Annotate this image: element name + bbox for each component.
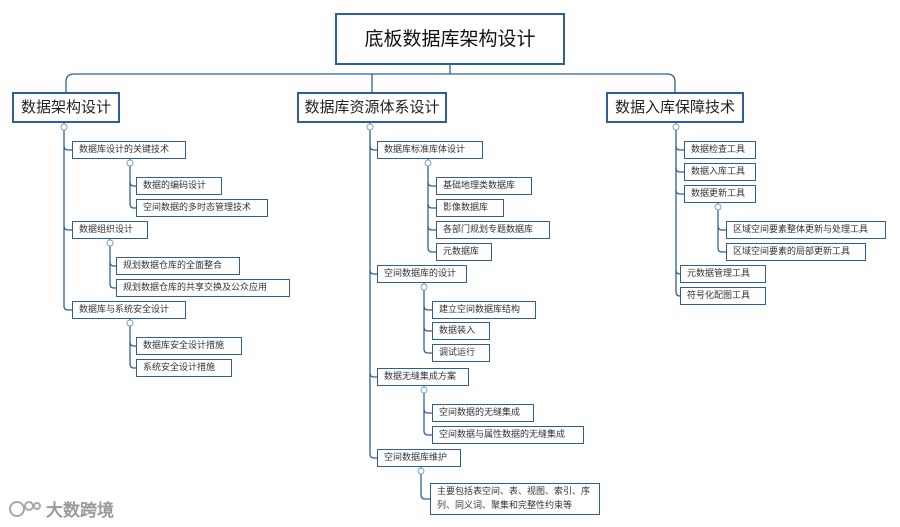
collapse-handle-icon[interactable] [366,123,374,131]
tree-branch-line [427,225,436,231]
collapse-handle-icon[interactable] [420,386,428,394]
subtopic-node[interactable]: 数据更新工具 [684,185,756,203]
subtopic-node[interactable]: 数据库设计的关键技术 [72,141,186,159]
tree-branch-line [675,167,684,173]
tree-branch-line [369,372,377,378]
leaf-node[interactable]: 数据的编码设计 [136,177,222,195]
subtopic-node[interactable]: 数据组织设计 [72,221,148,239]
leaf-node[interactable]: 空间数据的多时态管理技术 [136,199,268,217]
subtopic-node[interactable]: 空间数据库维护 [377,449,461,467]
tree-branch-line [423,326,432,332]
leaf-node[interactable]: 规划数据仓库的共享交换及公众应用 [116,279,290,297]
collapse-handle-icon[interactable] [420,283,428,291]
watermark-text: 大数跨境 [46,501,114,521]
collapse-handle-icon[interactable] [714,203,722,211]
leaf-node[interactable]: 影像数据库 [436,199,504,217]
tree-branch-line [675,269,681,275]
leaf-node[interactable]: 建立空间数据库结构 [432,301,536,319]
leaf-node[interactable]: 数据库安全设计措施 [136,337,242,355]
root-bus-line [65,73,676,92]
branch-node-db-resource-system[interactable]: 数据库资源体系设计 [297,92,447,123]
tree-branch-line [675,291,681,297]
tree-branch-line [369,145,377,151]
tree-branch-line [63,305,72,311]
tree-branch-line [369,269,377,275]
leaf-node[interactable]: 空间数据的无缝集成 [432,404,534,422]
leaf-node[interactable]: 调试运行 [432,344,490,362]
tree-branch-line [129,363,136,369]
tree-branch-line [423,348,432,354]
collapse-handle-icon[interactable] [672,123,680,131]
tree-branch-line [109,261,116,267]
tree-branch-line [129,341,136,347]
leaf-node[interactable]: 系统安全设计措施 [136,359,232,377]
leaf-node[interactable]: 区域空间要素整体更新与处理工具 [726,221,886,239]
collapse-handle-icon[interactable] [417,467,425,475]
leaf-node-multiline[interactable]: 主要包括表空间、表、视图、索引、序列、同义词、聚集和完整性约束等 [430,483,600,515]
tree-branch-line [109,283,116,289]
subtopic-node[interactable]: 数据库与系统安全设计 [72,301,186,319]
leaf-node[interactable]: 元数据库 [436,243,492,261]
tree-branch-line [129,203,136,209]
collapse-handle-icon[interactable] [126,159,134,167]
subtopic-node[interactable]: 空间数据库的设计 [377,265,467,283]
leaf-node[interactable]: 各部门规划专题数据库 [436,221,550,239]
watermark-logo-icon [9,500,41,517]
tree-branch-line [427,181,436,187]
leaf-node[interactable]: 数据装入 [432,322,490,340]
watermark: 大数跨境 [8,496,114,521]
tree-branch-line [423,305,432,311]
collapse-handle-icon[interactable] [126,319,134,327]
tree-branch-line [423,430,432,436]
tree-branch-line [129,181,136,187]
leaf-node[interactable]: 区域空间要素的局部更新工具 [726,243,866,261]
tree-branch-line [717,247,726,253]
subtopic-node[interactable]: 数据检查工具 [684,141,756,159]
tree-branch-line [63,225,72,231]
subtopic-node[interactable]: 数据无缝集成方案 [377,368,469,386]
collapse-handle-icon[interactable] [106,239,114,247]
subtopic-node[interactable]: 数据入库工具 [684,163,756,181]
branch-node-data-architecture[interactable]: 数据架构设计 [12,92,120,123]
branch-node-ingest-assurance[interactable]: 数据入库保障技术 [606,92,744,123]
subtopic-node[interactable]: 数据库标准库体设计 [377,141,483,159]
tree-branch-line [420,494,430,500]
tree-branch-line [717,225,726,231]
collapse-handle-icon[interactable] [424,159,432,167]
tree-branch-line [675,189,684,195]
tree-branch-line [63,145,72,151]
leaf-node[interactable]: 空间数据与属性数据的无缝集成 [432,426,584,444]
tree-branch-line [369,453,377,459]
tree-branch-line [427,247,436,253]
subtopic-node[interactable]: 符号化配图工具 [680,287,766,305]
tree-branch-line [423,408,432,414]
leaf-node[interactable]: 规划数据仓库的全面整合 [116,257,240,275]
subtopic-node[interactable]: 元数据管理工具 [680,265,766,283]
tree-branch-line [427,203,436,209]
collapse-handle-icon[interactable] [60,123,68,131]
root-node[interactable]: 底板数据库架构设计 [335,13,565,65]
leaf-node[interactable]: 基础地理类数据库 [436,177,532,195]
tree-branch-line [675,145,684,151]
